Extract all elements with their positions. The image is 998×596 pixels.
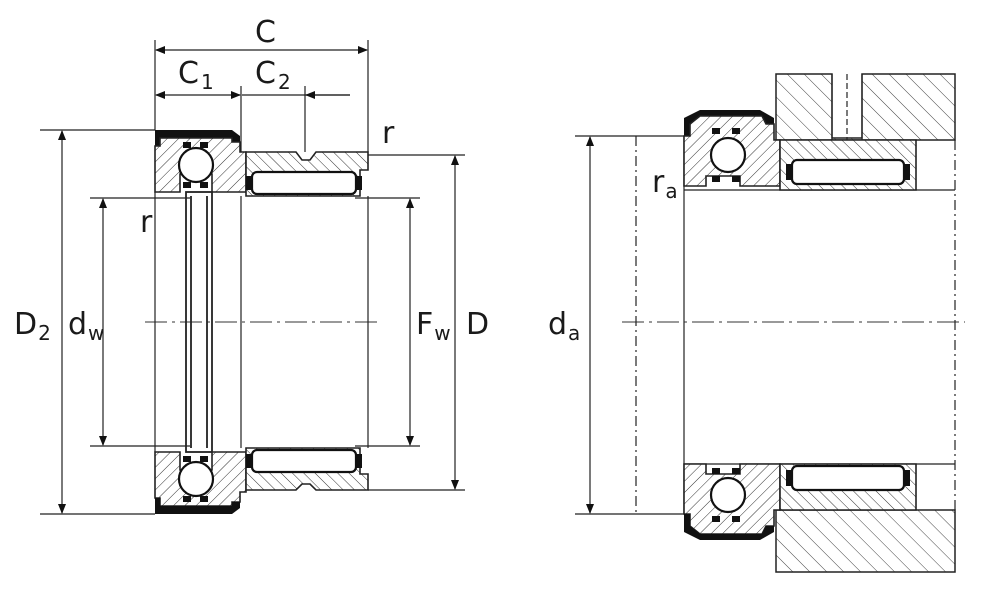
label-r-left: r bbox=[140, 205, 153, 240]
label-ra: ra bbox=[652, 165, 678, 203]
label-D: D bbox=[466, 307, 489, 342]
left-inner-washer bbox=[154, 191, 369, 453]
label-dw: dw bbox=[68, 307, 104, 345]
left-bearing-top-section bbox=[154, 130, 369, 197]
right-ball-bottom bbox=[709, 476, 747, 514]
left-dimension-lines bbox=[58, 46, 459, 514]
label-D2: D2 bbox=[14, 307, 51, 345]
left-bearing-bottom-section bbox=[154, 447, 369, 514]
housing-bottom bbox=[775, 509, 956, 573]
right-ball-top bbox=[709, 136, 747, 174]
label-da: da bbox=[548, 307, 580, 345]
ball-top bbox=[177, 146, 215, 184]
label-Fw: Fw bbox=[416, 307, 451, 345]
ball-bottom bbox=[177, 460, 215, 498]
label-C: C bbox=[255, 15, 276, 50]
right-view: ra da bbox=[548, 73, 965, 573]
label-r-top: r bbox=[382, 116, 395, 151]
left-extension-lines bbox=[40, 40, 465, 515]
right-needle-bottom bbox=[790, 464, 906, 492]
right-bearing-top-section bbox=[683, 110, 917, 191]
needle-roller-top bbox=[250, 170, 358, 196]
right-needle-top bbox=[790, 158, 906, 186]
housing-top bbox=[775, 73, 956, 141]
right-bearing-bottom-section bbox=[683, 463, 917, 540]
needle-roller-bottom bbox=[250, 448, 358, 474]
